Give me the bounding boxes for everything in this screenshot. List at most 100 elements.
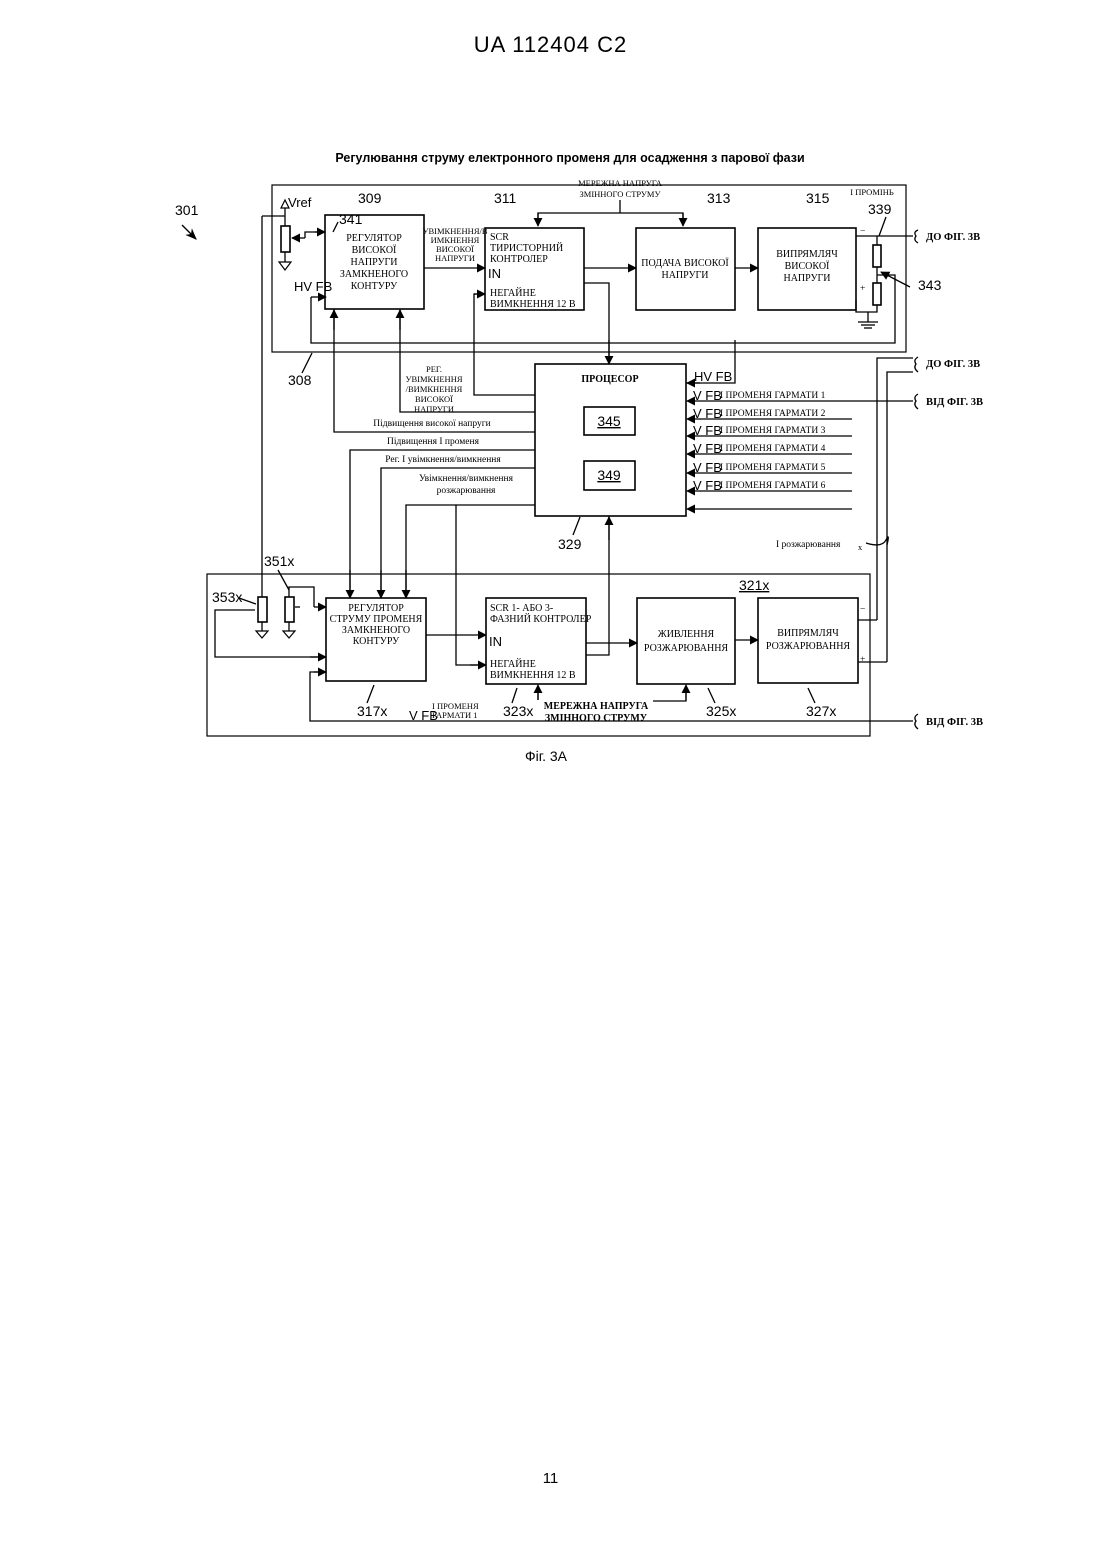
ref-301-arrow	[182, 225, 196, 239]
svg-text:ПОДАЧА ВИСОКОЇ: ПОДАЧА ВИСОКОЇ	[641, 257, 729, 269]
top-mains-label-2: ЗМІННОГО СТРУМУ	[580, 189, 662, 199]
to-fig3b-2-line-b	[887, 372, 913, 662]
brace-2	[915, 357, 918, 372]
block-313-label: ПОДАЧА ВИСОКОЇ НАПРУГИ	[641, 257, 729, 281]
ref-349: 349	[597, 467, 621, 483]
svg-text:ВИМКНЕННЯ 12 В: ВИМКНЕННЯ 12 В	[490, 670, 576, 681]
bottom-mains-label-2: ЗМІННОГО СТРУМУ	[545, 713, 648, 724]
svg-text:ЗАМКНЕНОГО: ЗАМКНЕНОГО	[342, 625, 410, 636]
ref317-leader	[367, 685, 374, 703]
svg-text:ФАЗНИЙ КОНТРОЛЕР: ФАЗНИЙ КОНТРОЛЕР	[490, 613, 592, 625]
svg-text:ТИРИСТОРНИЙ: ТИРИСТОРНИЙ	[490, 242, 563, 254]
svg-text:ЖИВЛЕННЯ: ЖИВЛЕННЯ	[658, 629, 715, 640]
block-317-label: РЕГУЛЯТОР СТРУМУ ПРОМЕНЯ ЗАМКНЕНОГО КОНТ…	[330, 603, 423, 647]
svg-text:ВИПРЯМЛЯЧ: ВИПРЯМЛЯЧ	[776, 249, 838, 260]
ref-321: 321x	[739, 577, 769, 593]
block-327-label: ВИПРЯМЛЯЧ РОЗЖАРЮВАННЯ	[766, 628, 851, 652]
svg-text:SCR 1- АБО 3-: SCR 1- АБО 3-	[490, 603, 553, 614]
svg-text:І ПРОМЕНЯ ГАРМАТИ 4: І ПРОМЕНЯ ГАРМАТИ 4	[720, 444, 826, 454]
bottom-mains-label-1: МЕРЕЖНА НАПРУГА	[544, 701, 649, 712]
svg-text:СТРУМУ ПРОМЕНЯ: СТРУМУ ПРОМЕНЯ	[330, 614, 423, 625]
svg-text:ВИМКНЕННЯ 12 В: ВИМКНЕННЯ 12 В	[490, 299, 576, 310]
beam-raise-label: Підвищення І променя	[387, 437, 480, 447]
vref-label: Vref	[288, 195, 312, 210]
svg-text:IN: IN	[488, 266, 501, 281]
ground-icon-351	[283, 631, 295, 638]
from-fig3b-1: ВІД ФІГ. 3В	[926, 397, 983, 408]
gun-input-2: V FB І ПРОМЕНЯ ГАРМАТИ 2	[687, 406, 852, 421]
ref-313: 313	[707, 190, 731, 206]
fil-onoff-label: Увімкнення/вимкнення розжарювання	[419, 474, 514, 496]
block-309-label: РЕГУЛЯТОР ВИСОКОЇ НАПРУГИ ЗАМКНЕНОГО КОН…	[340, 233, 408, 292]
svg-text:НЕГАЙНЕ: НЕГАЙНЕ	[490, 287, 536, 299]
to-fig3b-2: ДО ФІГ. 3В	[926, 359, 980, 370]
hvfb-label-proc: HV FB	[694, 369, 732, 384]
fil-current-sub: x	[858, 542, 863, 552]
svg-text:ВИСОКОЇ: ВИСОКОЇ	[352, 244, 397, 256]
ref-308-leader	[302, 353, 312, 373]
to-fig3b-1: ДО ФІГ. 3В	[926, 232, 980, 243]
ref-311: 311	[494, 190, 517, 206]
gun-input-3: V FB І ПРОМЕНЯ ГАРМАТИ 3	[687, 423, 852, 438]
fil-current-label: І розжарювання	[776, 540, 841, 550]
gun-input-1: V FB І ПРОМЕНЯ ГАРМАТИ 1	[687, 388, 875, 403]
diagram-title: Регулювання струму електронного променя …	[335, 151, 804, 165]
ref-353: 353x	[212, 589, 242, 605]
top-mains-label-1: МЕРЕЖНА НАПРУГА	[578, 178, 663, 188]
hvfb-label-top: HV FB	[294, 279, 332, 294]
svg-text:НАПРУГИ: НАПРУГИ	[661, 270, 708, 281]
fil-minus-sign: −	[860, 605, 865, 615]
ref-345: 345	[597, 413, 621, 429]
potentiometer-353	[258, 597, 267, 622]
ref329-leader	[573, 517, 580, 535]
ref-323: 323x	[503, 703, 533, 719]
ref-317: 317x	[357, 703, 387, 719]
figure-caption: Фіг. 3А	[525, 748, 568, 764]
svg-text:РЕГУЛЯТОР: РЕГУЛЯТОР	[348, 603, 404, 614]
to-fig3b-2-line	[877, 358, 913, 620]
ref-327: 327x	[806, 703, 836, 719]
svg-text:ВИПРЯМЛЯЧ: ВИПРЯМЛЯЧ	[777, 628, 839, 639]
r343-bottom-wire	[856, 300, 877, 312]
gun-input-5: V FB І ПРОМЕНЯ ГАРМАТИ 5	[687, 460, 852, 475]
svg-text:І ПРОМЕНЯ ГАРМАТИ 1: І ПРОМЕНЯ ГАРМАТИ 1	[720, 391, 826, 401]
svg-text:ВИСОКОЇ: ВИСОКОЇ	[785, 260, 830, 272]
svg-text:І ПРОМЕНЯ ГАРМАТИ 5: І ПРОМЕНЯ ГАРМАТИ 5	[720, 463, 826, 473]
svg-text:І ПРОМЕНЯ ГАРМАТИ 3: І ПРОМЕНЯ ГАРМАТИ 3	[720, 426, 826, 436]
svg-text:SCR: SCR	[490, 232, 509, 243]
ref325-leader	[708, 688, 715, 703]
svg-text:ЗАМКНЕНОГО: ЗАМКНЕНОГО	[340, 269, 408, 280]
gun-input-4: V FB І ПРОМЕНЯ ГАРМАТИ 4	[687, 441, 852, 456]
svg-text:ГАРМАТИ 1: ГАРМАТИ 1	[432, 710, 478, 720]
pot353-to-317	[215, 610, 326, 657]
resistor-339	[873, 245, 881, 267]
svg-text:НАПРУГИ: НАПРУГИ	[435, 253, 475, 263]
ground-icon-353	[256, 631, 268, 638]
block-323-label: SCR 1- АБО 3- ФАЗНИЙ КОНТРОЛЕР IN НЕГАЙН…	[489, 603, 592, 681]
potentiometer-341	[281, 226, 290, 252]
beam-reg-label: Рег. І увімкнення/вимкнення	[385, 455, 501, 465]
ref-325: 325x	[706, 703, 736, 719]
svg-text:ВИСОКОЇ: ВИСОКОЇ	[415, 394, 453, 404]
ref-339: 339	[868, 201, 892, 217]
beam-current-label: І ПРОМІНЬ	[850, 187, 894, 197]
ref-343: 343	[918, 277, 942, 293]
ground-icon-315	[858, 322, 878, 328]
from-fig3b-2: ВІД ФІГ. 3В	[926, 717, 983, 728]
ref-301: 301	[175, 202, 199, 218]
hv-raise-label: Підвищення високої напруги	[373, 419, 490, 429]
mains-to-325-wire	[653, 690, 686, 701]
svg-text:НАПРУГИ: НАПРУГИ	[350, 257, 397, 268]
hv-onoff-small-label: УВІМКНЕННЯ/В ИМКНЕННЯ ВИСОКОЇ НАПРУГИ	[422, 226, 487, 263]
top-mains-wire	[538, 213, 683, 225]
block-313-hv-supply	[636, 228, 735, 310]
gun-input-6: V FB І ПРОМЕНЯ ГАРМАТИ 6	[687, 478, 852, 493]
processor-label: ПРОЦЕСОР	[581, 374, 638, 385]
svg-text:РЕГ.: РЕГ.	[426, 364, 442, 374]
fil-plus-sign: +	[860, 655, 865, 665]
beam-gun-label-bottom: І ПРОМЕНЯ ГАРМАТИ 1	[432, 701, 479, 720]
block-315-label: ВИПРЯМЛЯЧ ВИСОКОЇ НАПРУГИ	[776, 249, 838, 284]
page-number: 11	[0, 1470, 1101, 1487]
svg-text:І ПРОМЕНЯ ГАРМАТИ 6: І ПРОМЕНЯ ГАРМАТИ 6	[720, 481, 826, 491]
